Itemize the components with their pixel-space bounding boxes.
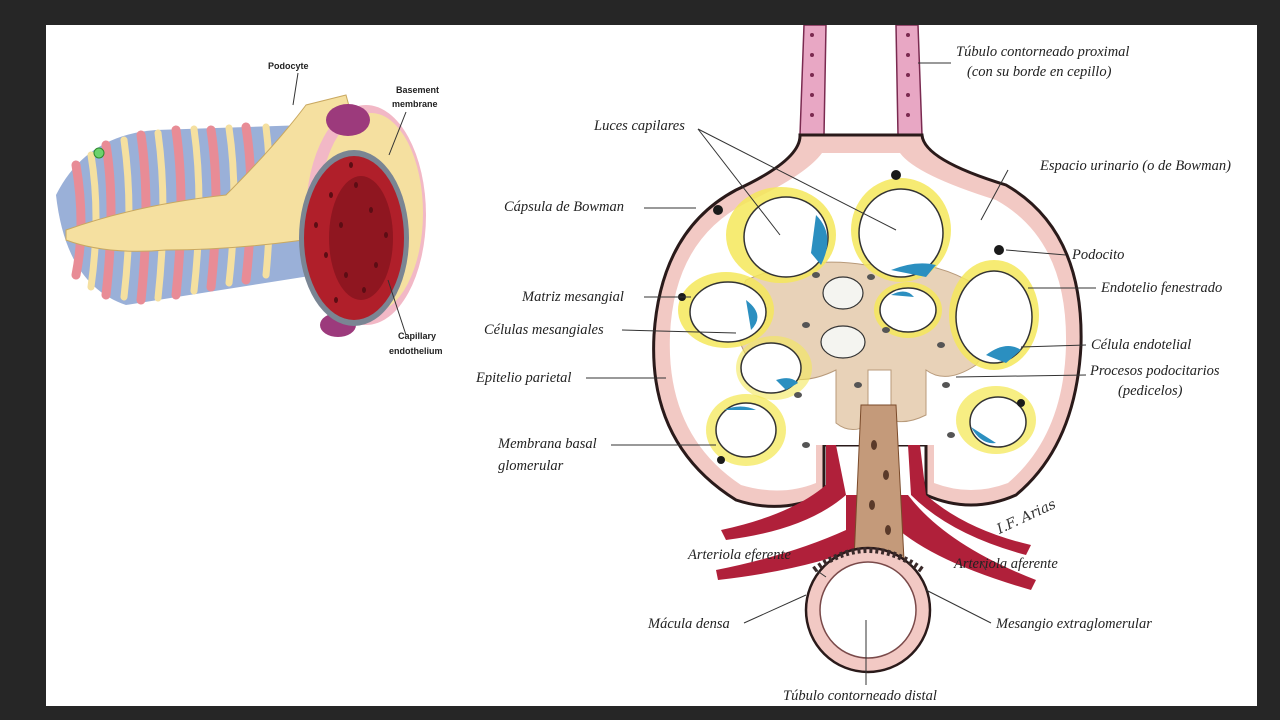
leader-basement xyxy=(388,111,407,156)
leader-lines xyxy=(586,62,1096,685)
capillary-loop xyxy=(726,187,836,283)
label-arteriola-eferente: Arteriola eferente xyxy=(687,547,792,563)
capillary-loop xyxy=(706,394,786,466)
capillary-loop-small xyxy=(820,325,866,359)
label-podocito: Podocito xyxy=(1071,247,1124,263)
label-membrana-1: Membrana basal xyxy=(497,436,597,452)
label-tubulo-proximal-2: (con su borde en cepillo) xyxy=(967,64,1112,80)
label-basement-1: Basement xyxy=(396,85,439,95)
mesangial-cells xyxy=(794,272,955,448)
label-epitelio-parietal: Epitelio parietal xyxy=(475,370,571,386)
distal-tubule-lumen xyxy=(819,561,917,659)
label-capillary-2: endothelium xyxy=(389,346,443,356)
artist-signature: I.F. Arias xyxy=(994,496,1059,538)
label-tubulo-proximal-1: Túbulo contorneado proximal xyxy=(956,44,1129,60)
mesangial-stalk xyxy=(853,404,905,561)
label-procesos-1: Procesos podocitarios xyxy=(1089,363,1220,379)
podocyte-nuclei xyxy=(678,170,1025,464)
leader-podocyte xyxy=(292,72,299,106)
capillary-podocyte-figure: Podocyte Basement membrane Capillary end… xyxy=(56,61,443,356)
label-capsula-bowman: Cápsula de Bowman xyxy=(504,199,624,215)
marker-dot xyxy=(93,147,105,159)
label-celulas-mesangiales: Células mesangiales xyxy=(484,322,604,338)
label-procesos-2: (pedicelos) xyxy=(1118,383,1183,399)
label-mesangio-extraglomerular: Mesangio extraglomerular xyxy=(995,616,1152,632)
capillary-loop xyxy=(874,282,942,338)
label-podocyte: Podocyte xyxy=(268,61,309,71)
lumen-depth xyxy=(329,176,393,300)
capillary-loop xyxy=(949,260,1039,370)
glomerulus-illustration: Podocyte Basement membrane Capillary end… xyxy=(56,25,1231,704)
label-arteriola-aferente: Arteriola aferente xyxy=(953,556,1058,572)
capillary-loop xyxy=(736,336,812,400)
label-matriz-mesangial: Matriz mesangial xyxy=(521,289,624,305)
afferent-upper xyxy=(908,445,1031,555)
label-membrana-2: glomerular xyxy=(498,458,564,474)
efferent-lower xyxy=(716,495,868,580)
leader-capillary xyxy=(387,279,407,336)
label-endotelio-fenestrado: Endotelio fenestrado xyxy=(1100,280,1222,296)
arterioles xyxy=(716,445,1036,590)
capillary-loop xyxy=(851,178,951,282)
endothelial-fenestrations xyxy=(314,162,388,303)
stalk-nuclei xyxy=(869,440,891,535)
label-basement-2: membrane xyxy=(392,99,438,109)
podocyte-nucleus-top xyxy=(326,104,370,136)
label-celula-endotelial: Célula endotelial xyxy=(1091,337,1191,353)
capillary-loop xyxy=(678,272,774,348)
slide-canvas: Podocyte Basement membrane Capillary end… xyxy=(46,25,1257,706)
capillary-loops xyxy=(678,178,1039,466)
label-tubulo-distal: Túbulo contorneado distal xyxy=(783,688,937,704)
afferent-lower xyxy=(888,495,1036,590)
efferent-upper xyxy=(721,445,846,540)
label-espacio-urinario: Espacio urinario (o de Bowman) xyxy=(1039,158,1231,174)
glomerulus-figure: I.F. Arias Túbulo contorneado proximal (… xyxy=(475,25,1231,704)
capillary-loop-small xyxy=(822,276,864,310)
proximal-tubule-nuclei xyxy=(810,33,910,117)
label-macula-densa: Mácula densa xyxy=(647,616,730,632)
proximal-tubule-right xyxy=(895,25,923,136)
label-luces-capilares: Luces capilares xyxy=(593,118,685,134)
label-capillary-1: Capillary xyxy=(398,331,436,341)
capillary-loop xyxy=(956,386,1036,454)
proximal-tubule-left xyxy=(799,25,827,136)
macula-densa-cells xyxy=(812,547,924,573)
